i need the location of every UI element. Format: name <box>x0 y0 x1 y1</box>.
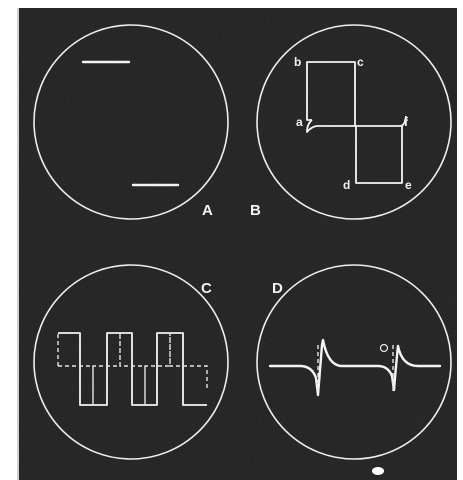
panel-label-b: B <box>250 202 261 219</box>
film-grain <box>17 8 457 480</box>
point-label-a: a <box>296 115 303 129</box>
panel-label-a: A <box>202 202 213 219</box>
point-label-e: e <box>405 178 412 192</box>
panel-label-c: C <box>201 280 212 297</box>
panel-label-d: D <box>272 280 283 297</box>
point-label-c: c <box>357 55 364 69</box>
photo-blemish <box>372 467 384 475</box>
point-label-d: d <box>343 178 350 192</box>
point-label-b: b <box>294 55 301 69</box>
